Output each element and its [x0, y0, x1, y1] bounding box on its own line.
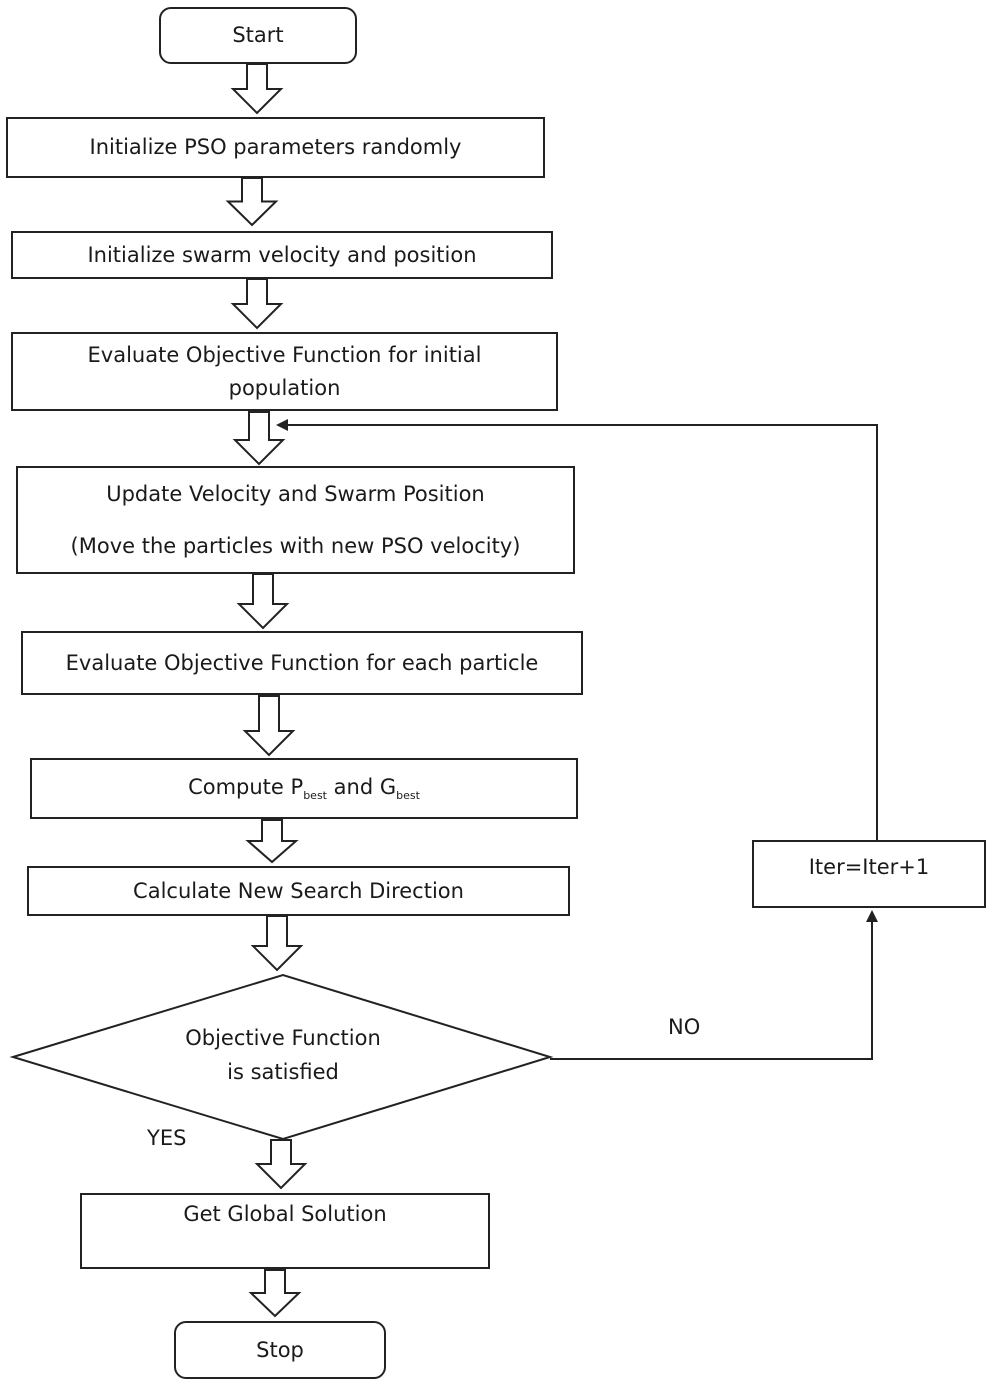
flow-arrow-8 [250, 915, 304, 972]
flow-arrow-9 [254, 1139, 308, 1190]
update-line2: (Move the particles with new PSO velocit… [70, 534, 521, 558]
init-swarm-step: Initialize swarm velocity and position [11, 231, 553, 279]
global-solution-label: Get Global Solution [183, 1202, 387, 1226]
no-label: NO [668, 1015, 701, 1039]
flow-arrow-3 [230, 278, 284, 330]
iter-label: Iter=Iter+1 [808, 855, 930, 879]
decision-line2: is satisfied [227, 1059, 339, 1084]
decision-line1: Objective Function [185, 1026, 381, 1050]
stop-terminal: Stop [174, 1321, 386, 1379]
flow-arrow-5 [236, 573, 290, 630]
flow-arrow-6 [242, 695, 296, 757]
gbest-subscript: best [396, 789, 420, 803]
iter-step: Iter=Iter+1 [752, 840, 986, 908]
start-label: Start [232, 23, 284, 48]
flow-arrow-10 [248, 1269, 302, 1318]
loop-back-connector [276, 419, 878, 840]
init-params-label: Initialize PSO parameters randomly [89, 135, 462, 160]
init-params-step: Initialize PSO parameters randomly [6, 117, 545, 178]
compute-step: Compute Pbest and Gbest [30, 758, 578, 819]
flow-arrow-1 [230, 63, 284, 115]
start-terminal: Start [159, 7, 357, 64]
calc-label: Calculate New Search Direction [133, 878, 464, 903]
eval-initial-line2: population [228, 375, 341, 400]
update-step: Update Velocity and Swarm Position (Move… [16, 466, 575, 574]
pbest-subscript: best [303, 789, 327, 803]
eval-each-step: Evaluate Objective Function for each par… [21, 631, 583, 695]
calc-step: Calculate New Search Direction [27, 866, 570, 916]
eval-initial-line1: Evaluate Objective Function for initial [87, 343, 482, 368]
no-branch-connector [550, 910, 878, 1060]
flow-arrow-4 [232, 411, 286, 466]
eval-each-label: Evaluate Objective Function for each par… [65, 650, 539, 675]
stop-label: Stop [256, 1337, 304, 1362]
compute-label: Compute Pbest and Gbest [188, 774, 420, 803]
yes-label: YES [147, 1126, 187, 1150]
global-solution-step: Get Global Solution [80, 1193, 490, 1269]
flow-arrow-2 [225, 177, 279, 227]
compute-prefix: Compute P [188, 775, 304, 800]
compute-middle: and G [326, 775, 397, 800]
decision-text: Objective Function is satisfied [133, 1022, 433, 1089]
flow-arrow-7 [245, 819, 299, 864]
update-line1: Update Velocity and Swarm Position [106, 481, 485, 506]
eval-initial-step: Evaluate Objective Function for initial … [11, 332, 558, 411]
init-swarm-label: Initialize swarm velocity and position [87, 242, 477, 267]
decision-diamond [9, 973, 554, 1141]
